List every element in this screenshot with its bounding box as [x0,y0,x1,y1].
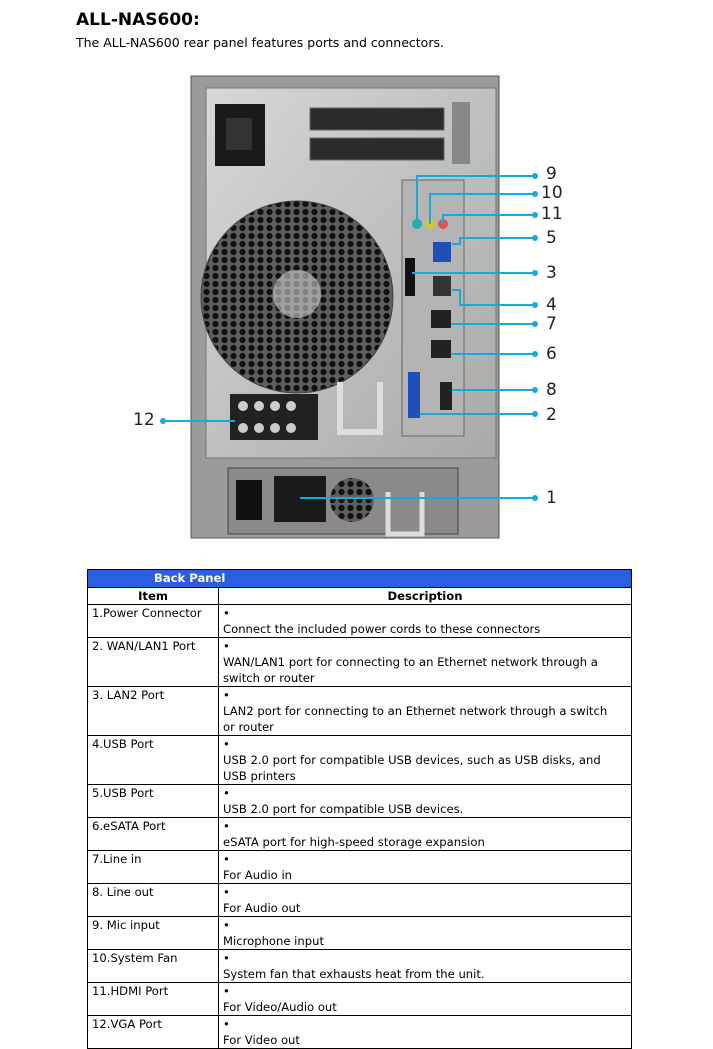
table-row: 9. Mic input • Microphone input [87,916,632,950]
back-panel-table: Back Panel Item Description 1.Power Conn… [87,569,632,1049]
row-item: 4.USB Port [87,735,219,785]
callout-12: 12 [133,410,155,430]
callout-10: 10 [541,183,563,203]
bullet-icon: • [223,606,230,620]
table-row: 12.VGA Port • For Video out [87,1015,632,1049]
power-supply [227,467,459,537]
table-row: 10.System Fan • System fan that exhausts h… [87,949,632,983]
row-description: • For Audio out [218,883,632,917]
callout-2: 2 [546,405,557,425]
bullet-icon: • [223,852,230,866]
column-header-description: Description [218,587,632,605]
callout-6: 6 [546,344,557,364]
callout-8: 8 [546,380,557,400]
row-description-text: Connect the included power cords to thes… [223,622,541,636]
row-item: 2. WAN/LAN1 Port [87,637,219,687]
system-fan [200,200,394,394]
row-item: 9. Mic input [87,916,219,950]
rear-panel-photo [160,75,538,539]
bullet-icon: • [223,951,230,965]
row-description-text: LAN2 port for connecting to an Ethernet … [223,704,608,734]
table-row: 6.eSATA Port • eSATA port for high-speed s… [87,817,632,851]
row-description: • eSATA port for high-speed storage expan… [218,817,632,851]
bullet-icon: • [223,639,230,653]
table-row: 7.Line in • For Audio in [87,850,632,884]
row-item: 7.Line in [87,850,219,884]
table-row: 3. LAN2 Port • LAN2 port for connecting to… [87,686,632,736]
power-switch-top [215,104,265,166]
row-description-text: USB 2.0 port for compatible USB devices. [223,802,464,816]
callout-11: 11 [541,204,563,224]
row-description-text: For Video/Audio out [223,1000,337,1014]
row-description: • For Video/Audio out [218,982,632,1016]
row-description: • USB 2.0 port for compatible USB devices… [218,735,632,785]
terminal-block [230,394,318,440]
row-description-text: eSATA port for high-speed storage expans… [223,835,485,849]
bullet-icon: • [223,786,230,800]
row-description-text: For Audio out [223,901,301,915]
row-description-text: For Video out [223,1033,300,1047]
expansion-slots [309,102,470,164]
row-description: • WAN/LAN1 port for connecting to an Ethe… [218,637,632,687]
bullet-icon: • [223,1017,230,1031]
row-item: 3. LAN2 Port [87,686,219,736]
bullet-icon: • [223,737,230,751]
row-description-text: For Audio in [223,868,293,882]
page-subtitle: The ALL-NAS600 rear panel features ports… [76,35,444,50]
io-ports [405,219,452,418]
row-item: 12.VGA Port [87,1015,219,1049]
callout-7: 7 [546,314,557,334]
bullet-icon: • [223,819,230,833]
row-description-text: Microphone input [223,934,324,948]
bullet-icon: • [223,885,230,899]
table-caption: Back Panel [87,569,632,588]
callout-9: 9 [546,164,557,184]
bullet-icon: • [223,918,230,932]
row-item: 10.System Fan [87,949,219,983]
callout-4: 4 [546,295,557,315]
table-row: 4.USB Port • USB 2.0 port for compatible U… [87,735,632,785]
table-row: 5.USB Port • USB 2.0 port for compatible U… [87,784,632,818]
row-description-text: WAN/LAN1 port for connecting to an Ether… [223,655,598,685]
row-description: • System fan that exhausts heat from the … [218,949,632,983]
row-item: 6.eSATA Port [87,817,219,851]
row-item: 5.USB Port [87,784,219,818]
callout-1: 1 [546,488,557,508]
table-row: 2. WAN/LAN1 Port • WAN/LAN1 port for conne… [87,637,632,687]
row-item: 1.Power Connector [87,604,219,638]
table-row: 8. Line out • For Audio out [87,883,632,917]
row-description: • USB 2.0 port for compatible USB devices… [218,784,632,818]
row-description: • LAN2 port for connecting to an Ethernet… [218,686,632,736]
table-body: 1.Power Connector • Connect the included p… [87,604,632,1049]
row-description-text: USB 2.0 port for compatible USB devices,… [223,753,601,783]
table-row: 1.Power Connector • Connect the included p… [87,604,632,638]
page-title: ALL-NAS600: [76,10,200,30]
row-description: • Connect the included power cords to the… [218,604,632,638]
row-description: • For Video out [218,1015,632,1049]
bullet-icon: • [223,984,230,998]
row-item: 11.HDMI Port [87,982,219,1016]
column-header-item: Item [87,587,219,605]
row-description: • Microphone input [218,916,632,950]
bullet-icon: • [223,688,230,702]
callout-lines [163,175,535,499]
row-description: • For Audio in [218,850,632,884]
row-description-text: System fan that exhausts heat from the u… [223,967,485,981]
callout-5: 5 [546,228,557,248]
table-row: 11.HDMI Port • For Video/Audio out [87,982,632,1016]
row-item: 8. Line out [87,883,219,917]
callout-3: 3 [546,263,557,283]
